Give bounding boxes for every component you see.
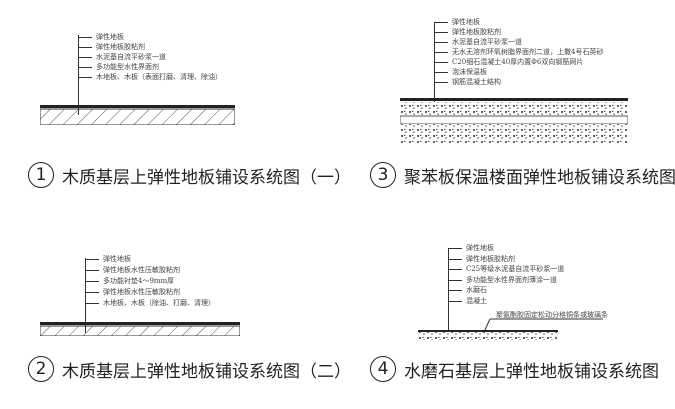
layer-label: 多功能型水性界面剂 (79, 63, 159, 71)
annotation-label: 聚氨酯胶固定松动分格铜条或玻璃条 (496, 311, 608, 319)
layer-label: 弹性地板水性压敏胶粘剂 (86, 266, 180, 274)
layer-label: 弹性地板 (79, 33, 124, 41)
layer-label: 水磨石 (449, 286, 487, 294)
diagram-title-1: 1 木质基层上弹性地板铺设系统图（一） (28, 162, 351, 188)
diagram-title-3: 3 聚苯板保温楼面弹性地板铺设系统图 (370, 162, 675, 188)
diagram-title-4: 4 水磨石基层上弹性地板铺设系统图 (370, 356, 659, 382)
leader-line (448, 248, 449, 334)
layer-label: 弹性地板胶粘剂 (435, 28, 501, 36)
terrazzo-floor-section (418, 318, 603, 340)
leader-line (78, 35, 79, 115)
insulated-floor-section (400, 98, 628, 143)
layer-label: 水泥基自流平砂浆一道 (79, 53, 166, 61)
layer-label: 泡沫保温板 (435, 68, 487, 76)
layer-label: C25等级水泥基自流平砂浆一道 (448, 265, 565, 273)
leader-line (434, 22, 435, 122)
layer-label: 多功能型水性界面剂薄涂一道 (449, 276, 557, 284)
layer-label: 钢筋混凝土结构 (435, 78, 501, 86)
title-text: 水磨石基层上弹性地板铺设系统图 (404, 361, 659, 382)
number-circle: 4 (370, 356, 396, 382)
diagram-title-2: 2 木质基层上弹性地板铺设系统图（二） (28, 356, 351, 382)
layer-label: 多功能衬垫4～9mm厚 (85, 277, 175, 285)
layer-label: 混凝土 (449, 297, 487, 305)
layer-label: 弹性地板水性压敏胶粘剂 (86, 288, 180, 296)
layer-label: 水泥基自流平砂浆一道 (435, 38, 522, 46)
layer-label: 木地板、木板（表面打磨、清理、除油） (79, 73, 222, 81)
layer-label: 木地板、木板（除油、打磨、清理） (86, 299, 215, 307)
leader-line (85, 258, 86, 333)
number-circle: 3 (370, 162, 396, 188)
layer-label: 弹性地板 (449, 244, 494, 252)
layer-label: 弹性地板胶粘剂 (79, 43, 145, 51)
layer-label: 弹性地板 (435, 18, 480, 26)
number-circle: 1 (28, 162, 54, 188)
wood-floor-section (40, 322, 240, 336)
title-text: 木质基层上弹性地板铺设系统图（一） (62, 167, 351, 188)
title-text: 木质基层上弹性地板铺设系统图（二） (62, 361, 351, 382)
layer-label: 弹性地板胶粘剂 (449, 255, 515, 263)
number-circle: 2 (28, 356, 54, 382)
layer-label: 弹性地板 (86, 255, 131, 263)
wood-floor-section (40, 105, 235, 125)
layer-label: 无水无溶剂环氧树脂界面剂二道，上撒4号石英砂 (434, 48, 604, 56)
layer-label: C20细石混凝土40厚内置Φ6双向钢筋网片 (434, 58, 584, 66)
title-text: 聚苯板保温楼面弹性地板铺设系统图 (404, 167, 675, 188)
